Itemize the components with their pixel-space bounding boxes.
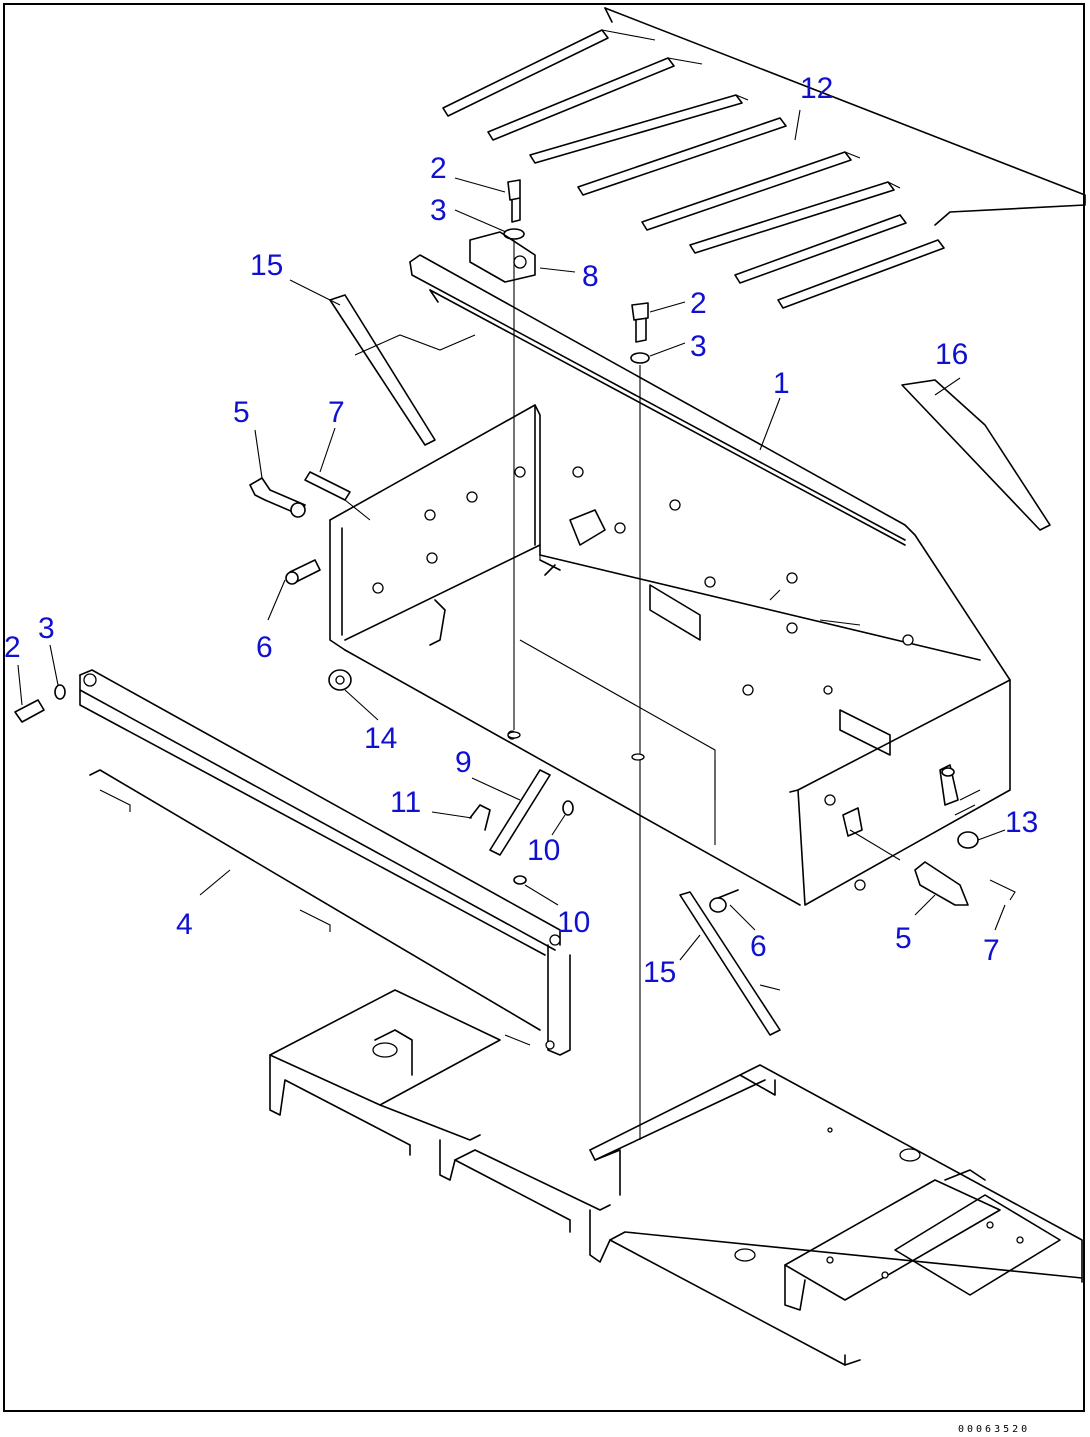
callout-5: 5 — [895, 922, 912, 955]
base-floor-frame — [269, 989, 1083, 1366]
callout-16: 16 — [935, 338, 968, 371]
callout-6: 6 — [750, 930, 767, 963]
callout-3: 3 — [430, 194, 447, 227]
hardware-fasteners — [14, 179, 1016, 1140]
callout-7: 7 — [983, 934, 1000, 967]
callout-12: 12 — [800, 72, 833, 105]
callout-8: 8 — [582, 260, 599, 293]
callout-2: 2 — [4, 631, 21, 664]
drawing-border — [3, 3, 1085, 1412]
part-15-stays — [329, 294, 781, 1036]
callout-11: 11 — [390, 786, 421, 819]
callout-14: 14 — [364, 722, 397, 755]
callout-3: 3 — [690, 330, 707, 363]
callout-3: 3 — [38, 612, 55, 645]
part-1-main-frame — [329, 254, 1011, 906]
part-4-front-cover — [79, 669, 571, 1056]
callout-13: 13 — [1005, 806, 1038, 839]
drawing-number: 00063520 — [958, 1424, 1030, 1435]
callout-10: 10 — [557, 906, 590, 939]
callout-5: 5 — [233, 396, 250, 429]
callout-9: 9 — [455, 746, 472, 779]
callout-4: 4 — [176, 908, 193, 941]
leader-lines — [17, 109, 1006, 961]
callout-labels: 12 2 3 8 15 2 3 16 1 5 7 2 3 6 14 9 11 1… — [4, 72, 1038, 989]
part-16-sheet — [901, 379, 1051, 531]
callout-2: 2 — [430, 152, 447, 185]
callout-15: 15 — [643, 956, 676, 989]
callout-2: 2 — [690, 287, 707, 320]
callout-1: 1 — [773, 367, 790, 400]
part-12-ribbed-cover — [442, 7, 1086, 309]
callout-15: 15 — [250, 249, 283, 282]
callout-10: 10 — [527, 834, 560, 867]
callout-7: 7 — [328, 396, 345, 429]
callout-6: 6 — [256, 631, 273, 664]
